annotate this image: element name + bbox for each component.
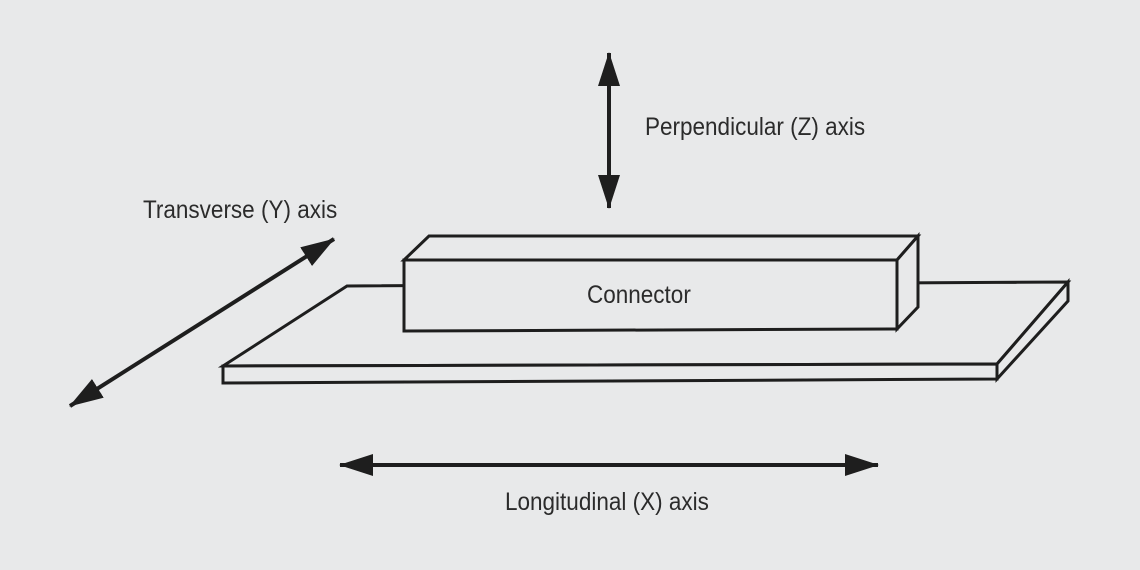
connector-front-face	[402, 258, 899, 333]
perpendicular-axis-label: Perpendicular (Z) axis	[645, 113, 866, 141]
longitudinal-axis-label: Longitudinal (X) axis	[505, 488, 709, 516]
transverse-axis-arrow	[68, 237, 336, 408]
connector-label: Connector	[587, 281, 691, 309]
connector-block	[400, 232, 922, 333]
board-side-face	[995, 277, 1070, 383]
board-front-face	[221, 362, 999, 385]
transverse-axis-label: Transverse (Y) axis	[143, 196, 338, 224]
connector-top-face	[400, 234, 922, 262]
